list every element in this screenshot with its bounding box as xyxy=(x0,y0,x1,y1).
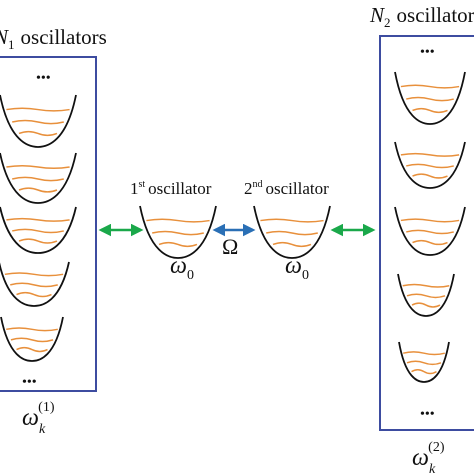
energy-level xyxy=(412,107,448,114)
potential-well xyxy=(394,141,466,189)
potential-well xyxy=(0,316,64,362)
potential-well xyxy=(394,206,466,256)
energy-level xyxy=(152,230,204,236)
left-bath-wells xyxy=(0,94,77,362)
energy-level xyxy=(406,229,454,235)
energy-level xyxy=(6,327,58,332)
energy-level xyxy=(6,164,70,170)
coupling-strength-label: Ω xyxy=(222,234,238,259)
right-bath-label: N2oscillators xyxy=(369,3,474,30)
energy-level xyxy=(406,163,454,169)
energy-level xyxy=(406,293,446,299)
energy-level xyxy=(272,241,312,248)
energy-level xyxy=(6,217,70,222)
energy-level xyxy=(12,119,64,125)
energy-level xyxy=(18,238,58,244)
potential-well xyxy=(253,205,331,259)
energy-level xyxy=(4,272,64,277)
energy-level xyxy=(18,187,58,193)
potential-well xyxy=(398,341,450,383)
left-bath-top-ellipsis: ••• xyxy=(36,71,51,86)
right-bath-frequency: ωk(2) xyxy=(412,440,445,474)
left-oscillator-bath: N1oscillators ••• ••• ωk(1) xyxy=(0,25,107,437)
right-bath-wells xyxy=(394,71,466,383)
potential-well xyxy=(0,94,77,148)
energy-level xyxy=(412,173,448,179)
energy-level xyxy=(411,302,441,308)
energy-level xyxy=(12,228,64,234)
energy-level xyxy=(406,360,442,366)
left-bath-box xyxy=(0,56,97,392)
second-oscillator-well xyxy=(253,205,331,259)
energy-level xyxy=(260,218,324,223)
right-oscillator-bath: N2oscillators ••• ••• ωk(2) xyxy=(369,3,474,474)
first-oscillator-well xyxy=(139,205,217,259)
energy-level xyxy=(18,130,58,137)
energy-level xyxy=(12,176,64,182)
potential-well xyxy=(139,205,217,259)
second-oscillator-frequency: ω0 xyxy=(285,253,309,283)
potential-well xyxy=(0,152,77,204)
right-bath-box xyxy=(379,35,474,431)
energy-level xyxy=(400,152,460,157)
energy-level xyxy=(400,84,460,89)
potential-well xyxy=(397,273,455,317)
right-bath-top-ellipsis: ••• xyxy=(420,45,435,60)
left-bath-bottom-ellipsis: ••• xyxy=(22,375,37,390)
potential-well xyxy=(0,261,70,307)
potential-well xyxy=(394,71,466,125)
energy-level xyxy=(400,218,460,223)
energy-level xyxy=(411,368,437,375)
energy-level xyxy=(16,291,52,298)
first-oscillator-frequency: ω0 xyxy=(170,253,194,283)
energy-level xyxy=(158,241,198,248)
right-bath-bottom-ellipsis: ••• xyxy=(420,407,435,422)
energy-level xyxy=(10,282,58,288)
energy-level xyxy=(412,239,448,246)
energy-level xyxy=(146,218,210,223)
energy-level xyxy=(402,283,450,288)
energy-level xyxy=(16,346,48,353)
energy-level xyxy=(10,337,54,343)
energy-level xyxy=(406,96,454,102)
energy-level xyxy=(266,230,318,236)
left-bath-label: N1oscillators xyxy=(0,25,107,52)
left-bath-frequency: ωk(1) xyxy=(22,400,55,437)
energy-level xyxy=(403,351,445,356)
energy-level xyxy=(6,107,70,112)
potential-well xyxy=(0,206,77,254)
